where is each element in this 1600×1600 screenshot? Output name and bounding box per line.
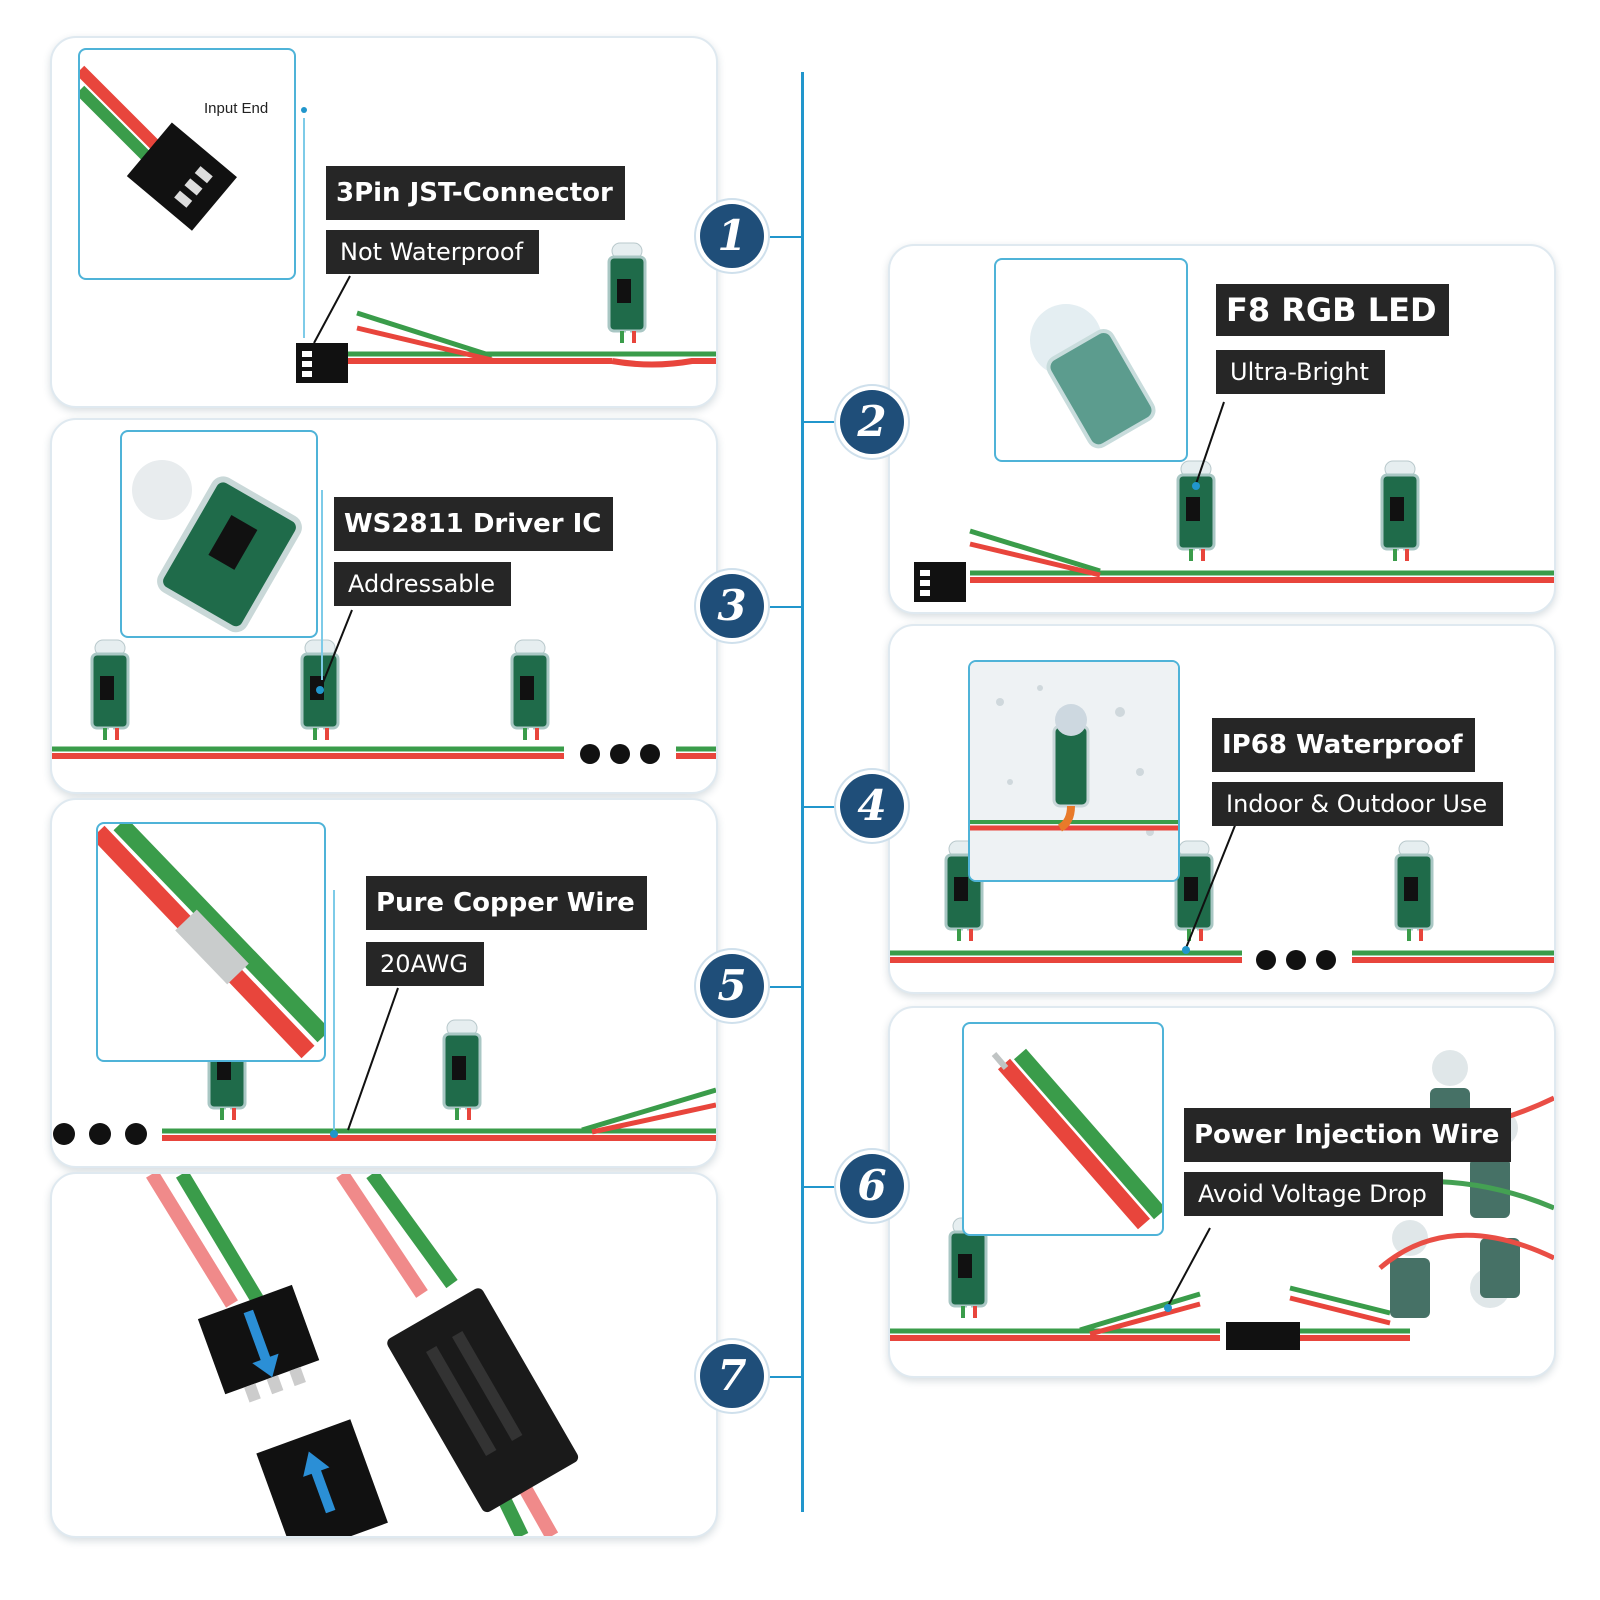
- feature-subtitle: 20AWG: [366, 942, 484, 986]
- feature-title: IP68 Waterproof: [1212, 718, 1475, 772]
- feature-title: Pure Copper Wire: [366, 876, 647, 930]
- led-string-illustration: [53, 890, 716, 1145]
- feature-title: WS2811 Driver IC: [334, 497, 614, 551]
- connector-pair-illustration: [146, 1174, 579, 1536]
- panel-feature-6: Power Injection Wire Avoid Voltage Drop: [888, 1006, 1556, 1378]
- inset-waterproof-closeup: [968, 660, 1180, 882]
- step-number-badge: 6: [840, 1154, 904, 1218]
- step-number-badge: 1: [700, 204, 764, 268]
- step-number-badge: 3: [700, 574, 764, 638]
- inset-copper-wire-closeup: [96, 822, 326, 1062]
- timeline-line: [801, 72, 804, 1512]
- led-string-illustration: [52, 490, 716, 768]
- led-string-illustration: [890, 817, 1554, 974]
- inset-power-wire-closeup: [962, 1022, 1164, 1236]
- timeline-tick: [804, 421, 844, 423]
- feature-subtitle: Not Waterproof: [326, 230, 540, 274]
- inset-rgb-led-closeup: [994, 258, 1188, 462]
- timeline-tick: [804, 806, 844, 808]
- feature-subtitle: Avoid Voltage Drop: [1184, 1172, 1443, 1216]
- inset-driver-ic-closeup: [120, 430, 318, 638]
- timeline-tick: [746, 606, 802, 608]
- input-end-note: Input End: [204, 100, 269, 117]
- feature-title: Power Injection Wire: [1184, 1108, 1512, 1162]
- panel-feature-4: IP68 Waterproof Indoor & Outdoor Use: [888, 624, 1556, 994]
- timeline-tick: [746, 1376, 802, 1378]
- feature-title: 3Pin JST-Connector: [326, 166, 625, 220]
- led-string-illustration: [296, 107, 716, 383]
- step-number-badge: 5: [700, 954, 764, 1018]
- panel-feature-2: F8 RGB LED Ultra-Bright: [888, 244, 1556, 614]
- timeline-tick: [746, 986, 802, 988]
- timeline-tick: [746, 236, 802, 238]
- step-number-badge: 2: [840, 390, 904, 454]
- feature-subtitle: Indoor & Outdoor Use: [1212, 782, 1504, 826]
- step-number-badge: 7: [700, 1344, 764, 1408]
- led-string-illustration: [914, 401, 1554, 602]
- panel-feature-7: [50, 1172, 718, 1538]
- inset-connector-closeup: Input End: [78, 48, 296, 280]
- panel-feature-3: WS2811 Driver IC Addressable: [50, 418, 718, 794]
- panel-feature-5: Pure Copper Wire 20AWG: [50, 798, 718, 1168]
- feature-subtitle: Ultra-Bright: [1216, 350, 1385, 394]
- timeline-tick: [804, 1186, 844, 1188]
- panel-feature-1: Input End 3Pin JST-Connector Not Waterpr…: [50, 36, 718, 408]
- feature-title: F8 RGB LED: [1216, 284, 1449, 336]
- step-number-badge: 4: [840, 774, 904, 838]
- feature-subtitle: Addressable: [334, 562, 511, 606]
